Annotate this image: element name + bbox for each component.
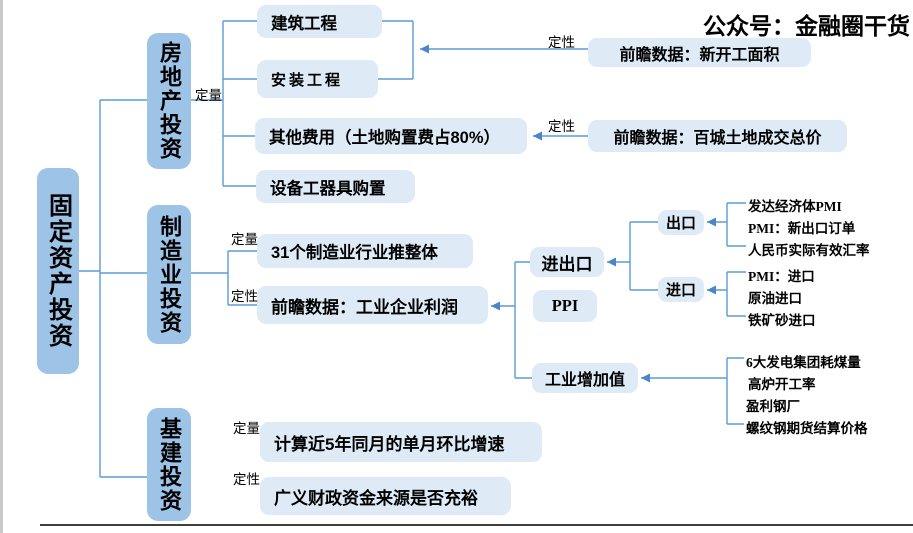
node-import-export: 进出口	[530, 247, 604, 277]
node-leading-new-construction: 前瞻数据：新开工面积	[588, 38, 811, 67]
node-mom-growth-calculation: 计算近5年同月的单月环比增速	[260, 422, 542, 462]
edge-label-quantitative-manufacturing: 定量	[231, 232, 258, 247]
edge-label-quantitative-infrastructure: 定量	[233, 421, 260, 436]
indicator-developed-economies-pmi: 发达经济体PMI	[748, 199, 842, 214]
edge-label-qualitative-new-construction: 定性	[548, 35, 575, 50]
node-export: 出口	[658, 210, 704, 235]
node-leading-industrial-profit: 前瞻数据：工业企业利润	[257, 286, 488, 324]
construction-join-bracket	[378, 20, 414, 80]
node-fiscal-funds-adequacy: 广义财政资金来源是否充裕	[260, 477, 511, 515]
node-real-estate-investment: 房地产投资	[147, 33, 191, 169]
node-installation-engineering: 安装工程	[257, 60, 378, 98]
export-indicators-bracket	[726, 202, 746, 247]
node-industrial-value-added: 工业增加值	[532, 363, 638, 393]
node-31-manufacturing-industries: 31个制造业行业推整体	[257, 234, 473, 268]
edge-label-qualitative-infrastructure: 定性	[233, 472, 260, 487]
edge-label-qualitative-manufacturing: 定性	[231, 289, 258, 304]
indicator-pmi-import: PMI：进口	[748, 269, 815, 284]
node-other-costs: 其他费用（土地购置费占80%）	[255, 118, 527, 154]
node-ppi: PPI	[533, 290, 597, 322]
node-import: 进口	[658, 277, 704, 302]
iva-indicators-bracket	[726, 357, 744, 425]
indicator-power-coal-consumption: 6大发电集团耗煤量	[746, 355, 861, 370]
node-infrastructure-investment: 基建投资	[147, 408, 191, 521]
node-leading-land-transaction: 前瞻数据：百城土地成交总价	[588, 120, 847, 152]
indicator-rmb-effective-exchange-rate: 人民币实际有效汇率	[748, 243, 870, 258]
drivers-bracket	[514, 261, 532, 379]
node-fixed-asset-investment: 固定资产投资	[37, 168, 79, 374]
wechat-account-title: 公众号：金融圈干货	[703, 13, 910, 39]
indicator-iron-ore-import: 铁矿砂进口	[748, 313, 816, 328]
node-equipment-purchase: 设备工器具购置	[256, 170, 415, 203]
edge-label-qualitative-land-transaction: 定性	[548, 119, 575, 134]
indicator-crude-oil-import: 原油进口	[748, 291, 802, 306]
indicator-rebar-futures-price: 螺纹钢期货结算价格	[746, 421, 868, 436]
bottom-border-line	[40, 524, 913, 526]
indicator-blast-furnace-rate: 高炉开工率	[748, 377, 816, 392]
trunk-bracket	[79, 99, 147, 478]
indicator-pmi-new-export-orders: PMI：新出口订单	[748, 221, 856, 236]
window-left-edge	[0, 0, 3, 533]
indicator-profitable-steel-mills: 盈利钢厂	[746, 399, 800, 414]
node-manufacturing-investment: 制造业投资	[147, 205, 191, 344]
node-construction-engineering: 建筑工程	[257, 5, 382, 38]
import-export-bracket	[629, 221, 658, 291]
import-indicators-bracket	[726, 271, 746, 317]
edge-label-quantitative-real-estate: 定量	[195, 88, 222, 103]
